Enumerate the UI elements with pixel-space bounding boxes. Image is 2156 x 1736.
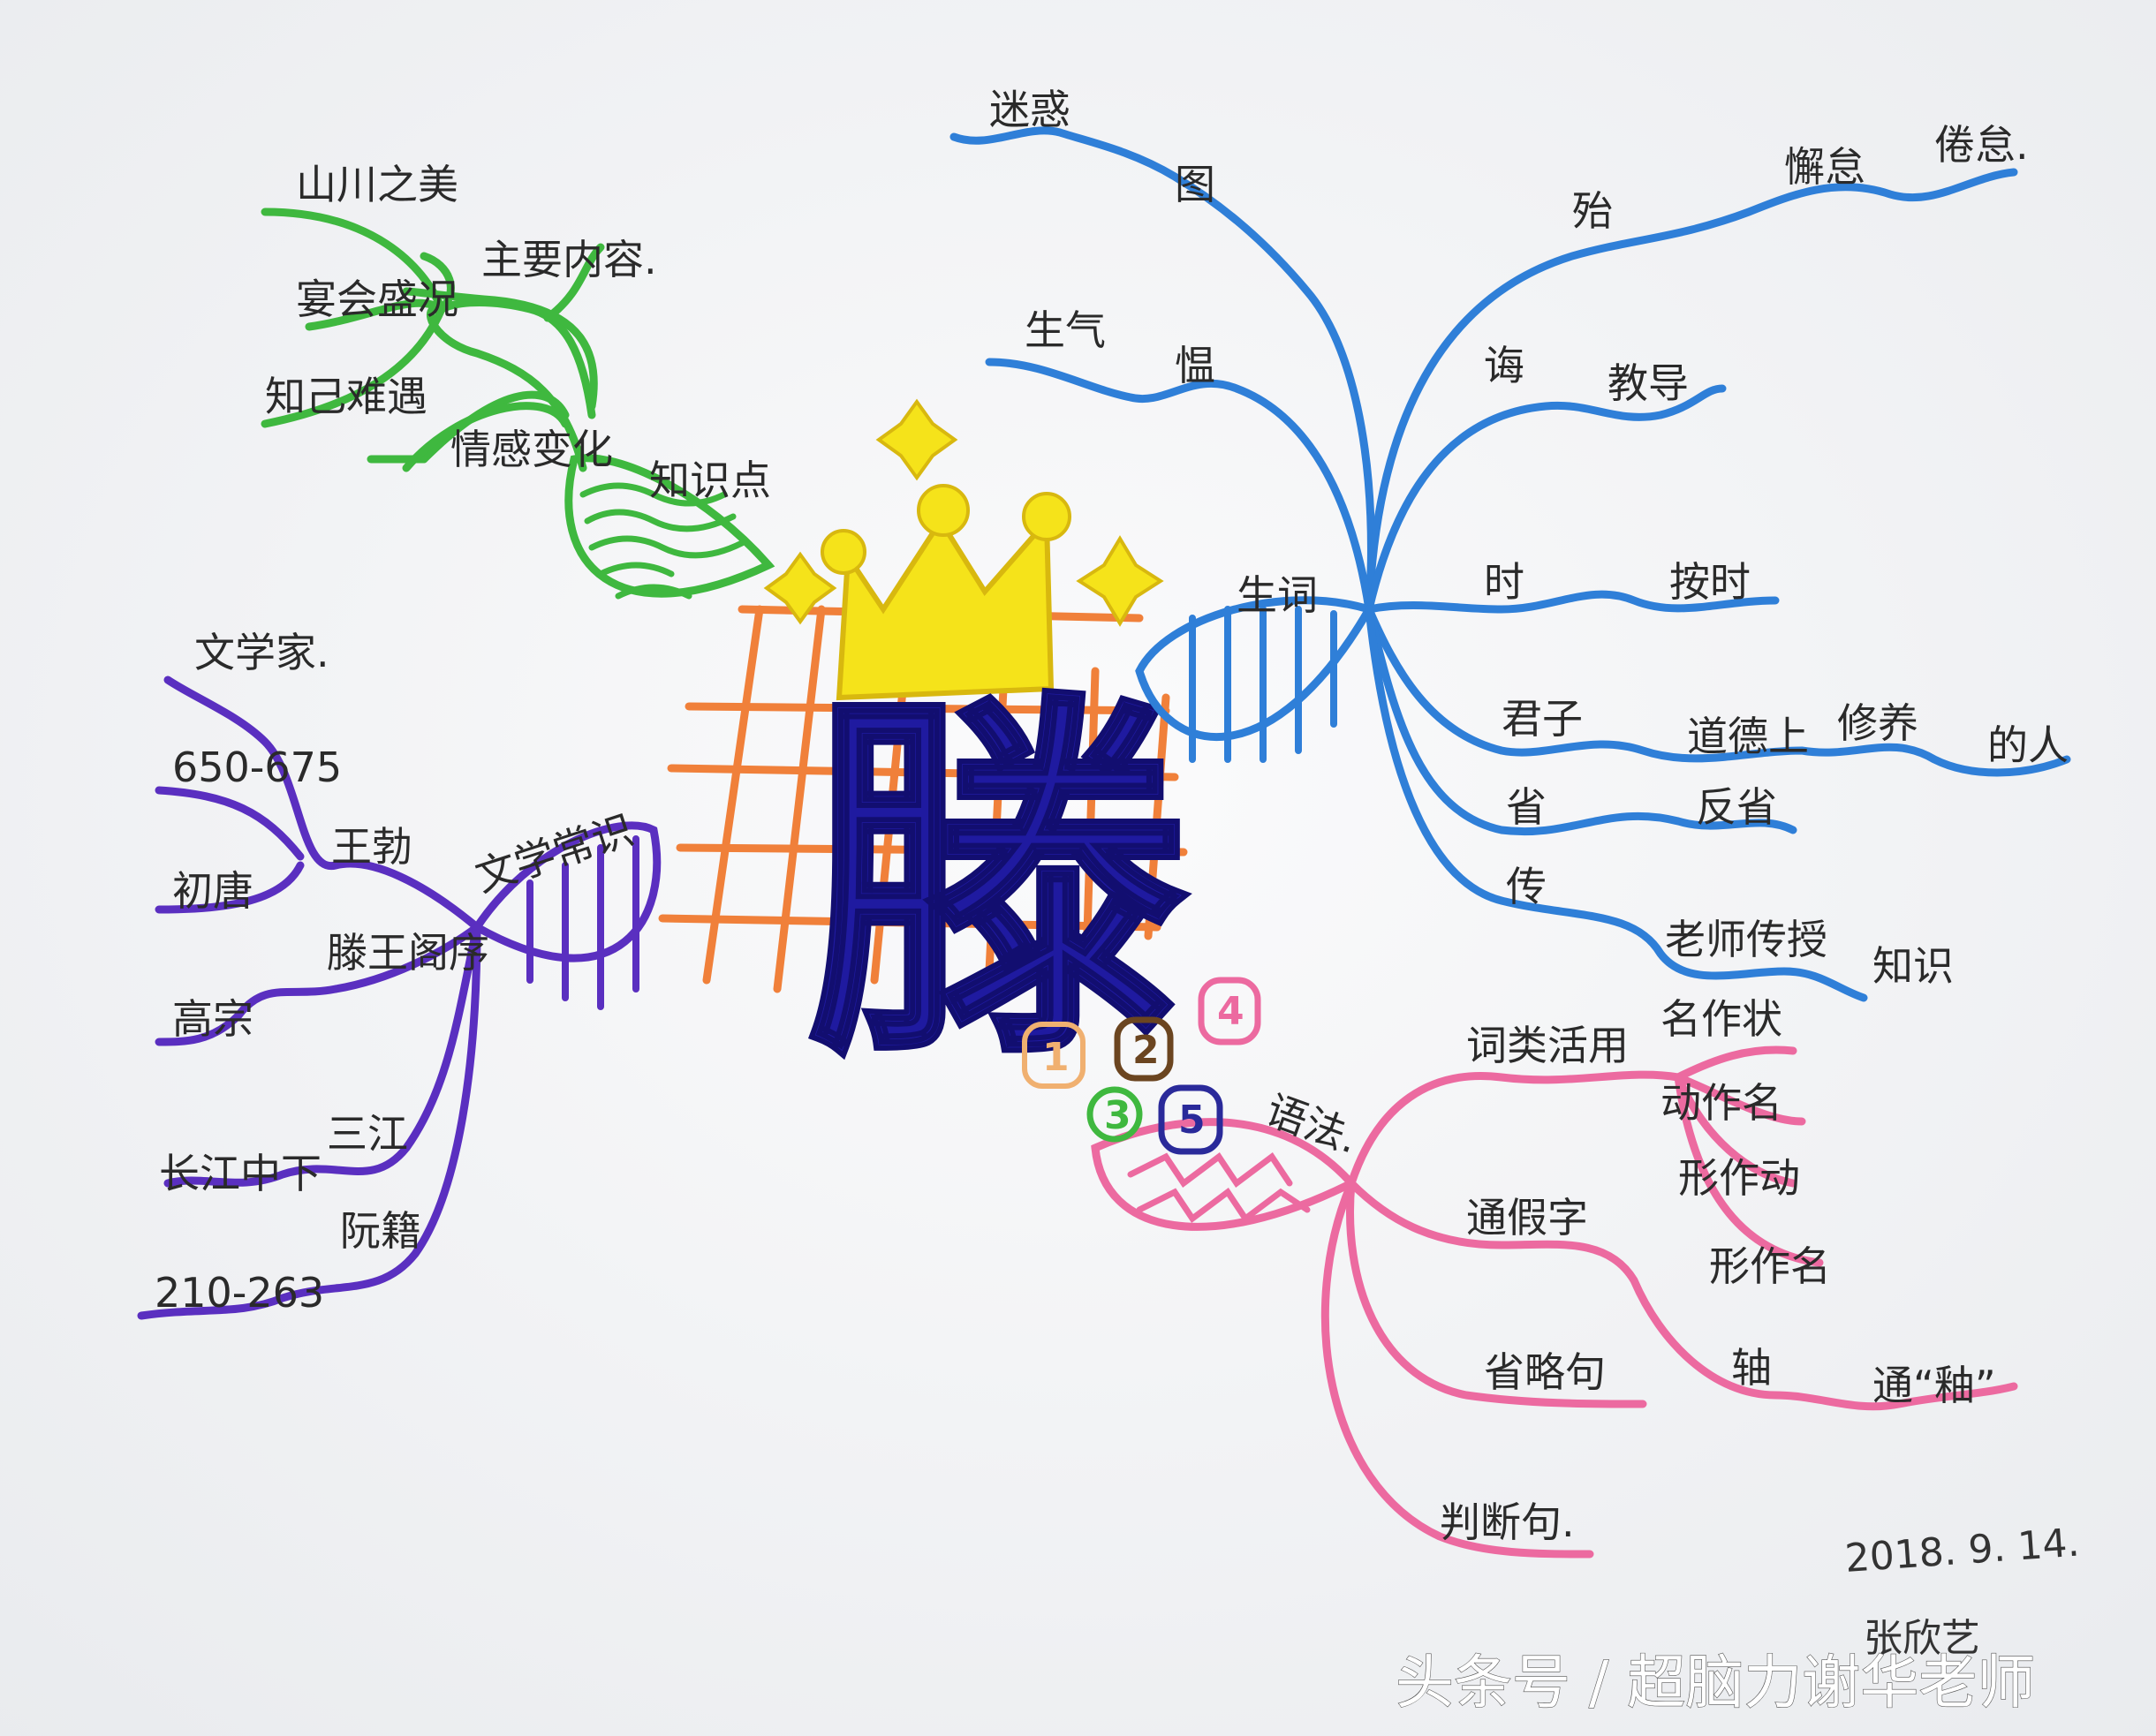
number-label: 2 (1132, 1028, 1160, 1073)
number-label: 3 (1104, 1093, 1131, 1138)
leaf-person: 的人 (1987, 721, 2069, 769)
blue-branch (949, 126, 2071, 1002)
leaf-years: 650-675 (172, 743, 342, 791)
leaf-zhou: 轴 (1731, 1344, 1772, 1392)
sparkle-icon (1076, 535, 1164, 627)
node-xing: 省 (1506, 783, 1547, 831)
leaf-banquet: 宴会盛况 (296, 275, 458, 323)
number-badge (1198, 977, 1261, 1045)
leaf-confused: 迷惑 (989, 86, 1070, 133)
leaf-tong-you: 通“釉” (1872, 1362, 1996, 1409)
leaf-on-time: 按时 (1669, 558, 1751, 606)
leaf-angry: 生气 (1025, 306, 1106, 354)
sparkle-icon (763, 551, 837, 625)
signature-text: 张欣艺 (1864, 1616, 1980, 1661)
node-ruanji: 阮籍 (340, 1207, 421, 1255)
node-judgement: 判断句. (1440, 1498, 1575, 1546)
node-yun: 愠 (1175, 342, 1215, 389)
leaf-moral: 道德上 (1687, 713, 1809, 760)
leaf-weary: 倦怠. (1934, 121, 2029, 169)
branch-label-vocab: 生词 (1237, 571, 1318, 619)
leaf-teach: 教导 (1608, 359, 1689, 407)
leaf-adj-noun: 形作名 (1709, 1242, 1831, 1290)
leaf-adj-verb: 形作动 (1678, 1154, 1800, 1202)
number-label: 4 (1217, 989, 1244, 1034)
number-badge (1086, 1086, 1143, 1143)
node-main-content: 主要内容. (481, 236, 657, 283)
blue-labels: 生词 图 迷惑 殆 懈怠 倦怠. 愠 生气 诲 教导 时 按时 君子 道德上 修… (989, 86, 2069, 990)
leaf-lazy: 懈怠 (1784, 143, 1865, 191)
green-labels: 知识点 主要内容. 山川之美 宴会盛况 知己难遇 情感变化 (265, 161, 771, 504)
node-omission: 省略句 (1484, 1348, 1606, 1396)
leaf-ruanji-years: 210-263 (155, 1269, 324, 1317)
pink-branch (1091, 1045, 2018, 1559)
sparkle-icon (875, 398, 958, 481)
number-badges: 1 2 3 4 5 (1022, 977, 1261, 1155)
node-hui: 诲 (1484, 342, 1524, 389)
leaf-teacher: 老师传授 (1665, 916, 1827, 963)
leaf-verb-noun: 动作名 (1660, 1079, 1782, 1127)
node-preface: 滕王阁序 (327, 929, 489, 977)
leaf-knowledge: 知识 (1872, 942, 1954, 990)
node-wangbo: 王勃 (331, 823, 412, 871)
node-dai: 殆 (1572, 187, 1613, 235)
leaf-mountains: 山川之美 (296, 161, 458, 208)
green-branch (261, 208, 775, 600)
watermark-text: 头条号 / 超脑力谢华老师 (1396, 1649, 2035, 1717)
purple-branch (137, 676, 662, 1320)
center-character: 滕 (808, 664, 1188, 1106)
leaf-early-tang: 初唐 (172, 867, 253, 915)
number-label: 1 (1042, 1035, 1070, 1080)
leaf-writer: 文学家. (194, 629, 329, 676)
node-word-class: 词类活用 (1466, 1022, 1629, 1069)
leaf-cultivation: 修养 (1837, 699, 1918, 747)
pink-labels: 语法. 词类活用 名作状 动作名 形作动 形作名 通假字 轴 通“釉” 省略句 … (1260, 995, 1995, 1546)
number-badge (1114, 1016, 1174, 1082)
node-sanjiang: 三江 (327, 1110, 408, 1158)
node-chuan: 传 (1506, 863, 1547, 910)
node-emotion: 情感变化 (450, 426, 613, 473)
node-wang: 图 (1175, 161, 1215, 208)
leaf-gaozong: 高宗 (172, 995, 253, 1043)
branch-label-knowledge: 知识点 (649, 457, 771, 504)
number-badge (1022, 1022, 1086, 1089)
leaf-friend: 知己难遇 (265, 373, 427, 420)
node-junzi: 君子 (1502, 695, 1583, 743)
node-tongjia: 通假字 (1466, 1194, 1588, 1242)
number-badge (1158, 1084, 1223, 1155)
leaf-noun-adv: 名作状 (1660, 995, 1782, 1043)
node-shi: 时 (1484, 558, 1524, 606)
crown-icon (763, 398, 1164, 701)
number-label: 5 (1178, 1098, 1206, 1143)
leaf-reflect: 反省 (1696, 783, 1777, 831)
leaf-yangtze: 长江中下 (159, 1150, 322, 1197)
